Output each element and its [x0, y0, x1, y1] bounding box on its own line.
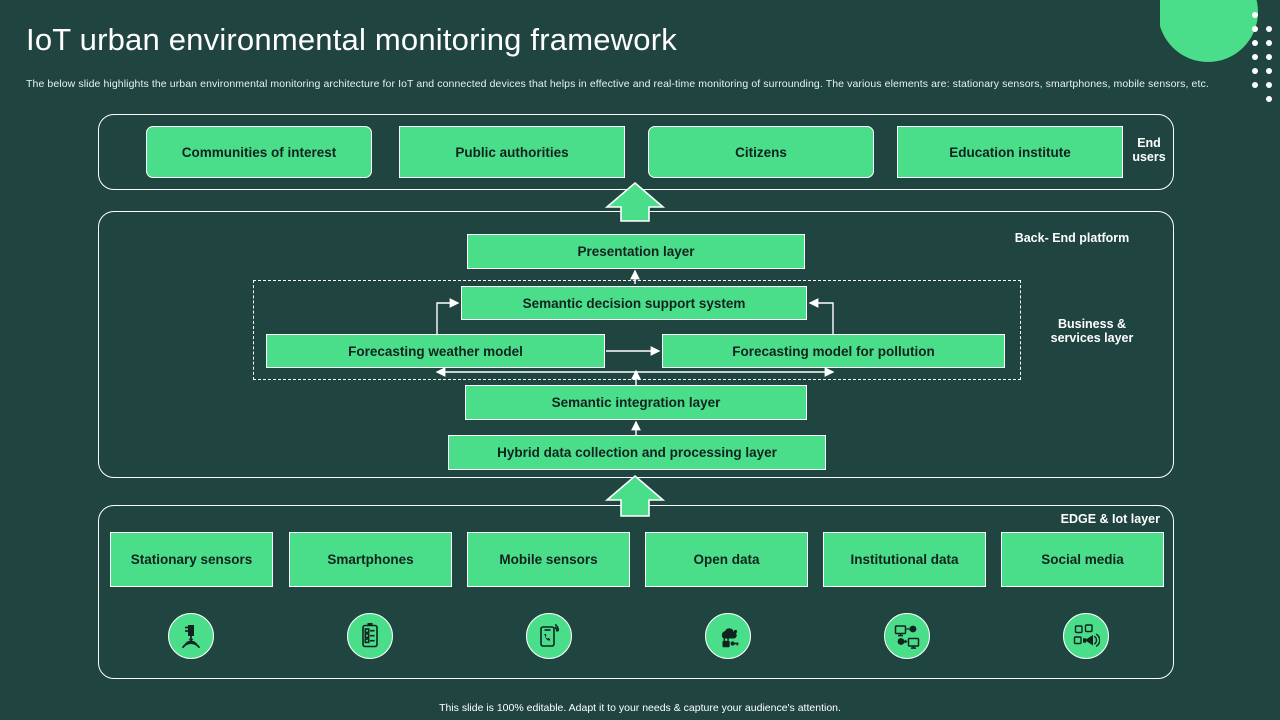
dot [1262, 22, 1276, 36]
edge-box-social-media[interactable]: Social media [1001, 532, 1164, 587]
dot [1248, 64, 1262, 78]
dot [1262, 78, 1276, 92]
edge-iot-label: EDGE & Iot layer [1060, 512, 1160, 526]
end-user-box-citizens[interactable]: Citizens [648, 126, 874, 178]
end-user-box-public-authorities[interactable]: Public authorities [399, 126, 625, 178]
dot [1248, 8, 1262, 22]
hybrid-data-collection-box[interactable]: Hybrid data collection and processing la… [448, 435, 826, 470]
end-user-box-education-institute[interactable]: Education institute [897, 126, 1123, 178]
dot [1248, 92, 1262, 106]
semantic-integration-layer-box[interactable]: Semantic integration layer [465, 385, 807, 420]
page-title: IoT urban environmental monitoring frame… [26, 22, 677, 57]
megaphone-media-icon [1063, 613, 1109, 659]
edge-box-stationary-sensors[interactable]: Stationary sensors [110, 532, 273, 587]
dot [1262, 36, 1276, 50]
business-services-dashed-region [253, 280, 1021, 380]
sensor-antenna-icon [168, 613, 214, 659]
back-end-platform-label: Back- End platform [1014, 231, 1130, 245]
business-services-layer-label: Business & services layer [1026, 317, 1158, 346]
dot [1248, 22, 1262, 36]
edge-box-mobile-sensors[interactable]: Mobile sensors [467, 532, 630, 587]
edge-box-open-data[interactable]: Open data [645, 532, 808, 587]
dot [1262, 50, 1276, 64]
end-users-label-line2: users [1132, 150, 1166, 165]
dot [1262, 92, 1276, 106]
forecasting-weather-model-box[interactable]: Forecasting weather model [266, 334, 605, 368]
business-layer-label-line1: Business & [1057, 317, 1127, 331]
decorative-dot-grid [1248, 8, 1276, 106]
presentation-layer-box[interactable]: Presentation layer [467, 234, 805, 269]
business-layer-label-line2: services layer [1050, 331, 1134, 346]
dot [1248, 50, 1262, 64]
edge-box-institutional-data[interactable]: Institutional data [823, 532, 986, 587]
mobile-phone-signal-icon [526, 613, 572, 659]
dot [1248, 36, 1262, 50]
dot [1262, 8, 1276, 22]
semantic-decision-support-box[interactable]: Semantic decision support system [461, 286, 807, 320]
end-users-label-line1: End [1137, 136, 1161, 150]
end-user-box-communities[interactable]: Communities of interest [146, 126, 372, 178]
decorative-circle [1160, 0, 1258, 62]
page-subtitle: The below slide highlights the urban env… [26, 78, 1209, 90]
corner-decoration [1160, 0, 1280, 110]
smartphone-list-icon [347, 613, 393, 659]
forecasting-pollution-model-box[interactable]: Forecasting model for pollution [662, 334, 1005, 368]
edge-box-smartphones[interactable]: Smartphones [289, 532, 452, 587]
dot [1248, 78, 1262, 92]
footer-note: This slide is 100% editable. Adapt it to… [439, 702, 841, 714]
dot [1262, 64, 1276, 78]
end-users-label: End users [1126, 136, 1172, 165]
cloud-lock-key-icon [705, 613, 751, 659]
monitors-exchange-icon [884, 613, 930, 659]
